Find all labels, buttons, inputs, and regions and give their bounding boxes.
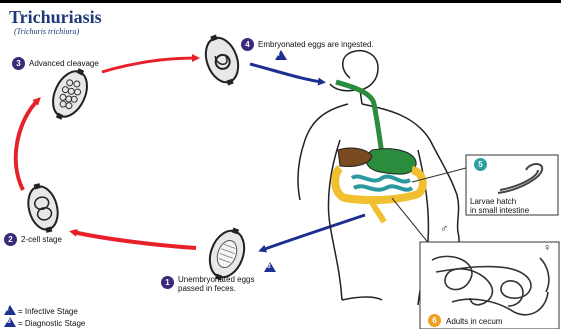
stage-5-label-line1: Larvae hatch (470, 197, 529, 206)
egg-advanced-cleavage (45, 63, 95, 125)
infective-marker: i (275, 50, 289, 61)
esophagus (336, 82, 382, 155)
legend-diagnostic-icon: d (4, 317, 16, 327)
stage-4-label: Embryonated eggs are ingested. (258, 40, 374, 49)
stage-2-label: 2-cell stage (21, 235, 62, 244)
stage-5-label-line2: in small intestine (470, 206, 529, 215)
legend-diagnostic-text: = Diagnostic Stage (18, 319, 85, 328)
stomach (366, 149, 416, 174)
legend-infective-icon: i (4, 305, 16, 315)
stage-1-label-line2: passed in feces. (178, 284, 255, 293)
pointer-adults (392, 198, 430, 245)
small-intestine (352, 176, 412, 189)
stage-1-badge: 1 (161, 276, 174, 289)
arrow-feces (262, 215, 365, 250)
diagnostic-triangle-icon: d (264, 262, 276, 272)
stage-3-label: Advanced cleavage (29, 59, 99, 68)
stage-2-badge: 2 (4, 233, 17, 246)
arrow-stage1-to-stage2 (73, 232, 196, 248)
stage-3-badge: 3 (12, 57, 25, 70)
legend-diagnostic-letter: d (7, 319, 11, 325)
stage-1-label-line1: Unembryonated eggs (178, 275, 255, 284)
legend-infective: i = Infective Stage (4, 305, 78, 316)
infective-triangle-icon: i (275, 50, 287, 60)
egg-embryonated (199, 30, 245, 89)
legend-infective-letter: i (7, 307, 9, 313)
female-symbol: ♀ (543, 244, 551, 253)
stage-5-badge: 5 (474, 158, 487, 171)
diagnostic-marker: d (264, 262, 278, 273)
legend-infective-text: = Infective Stage (18, 307, 78, 316)
infective-marker-letter: i (278, 52, 280, 58)
inset-adults-box (420, 242, 559, 329)
arrow-stage3-to-stage4 (102, 58, 196, 72)
stage-6-badge: 6 (428, 314, 441, 327)
arrow-ingestion (250, 64, 322, 82)
stage-6-label: Adults in cecum (446, 317, 502, 326)
large-intestine (335, 168, 423, 200)
stage-4-badge: 4 (241, 38, 254, 51)
legend-diagnostic: d = Diagnostic Stage (4, 317, 85, 328)
stage-5-label: Larvae hatch in small intestine (470, 197, 529, 215)
diagnostic-marker-letter: d (267, 264, 271, 270)
male-symbol: ♂ (440, 225, 448, 234)
egg-2-cell (23, 180, 63, 236)
arrow-stage2-to-stage3 (16, 100, 38, 190)
stage-1-label: Unembryonated eggs passed in feces. (178, 275, 255, 293)
